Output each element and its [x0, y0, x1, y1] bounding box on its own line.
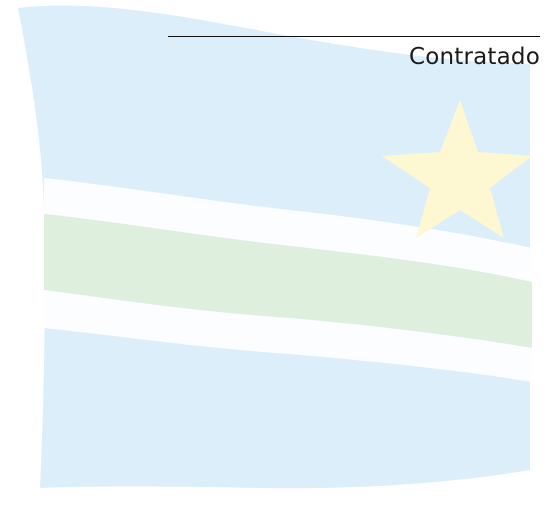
signature-caption: Contratado — [408, 44, 540, 70]
flag-white-stripe-bottom — [44, 290, 532, 382]
flag-white-stripe-top — [44, 178, 532, 282]
flag-green-stripe — [44, 214, 532, 348]
signature-line — [168, 36, 540, 37]
flag-star-icon — [382, 100, 532, 238]
